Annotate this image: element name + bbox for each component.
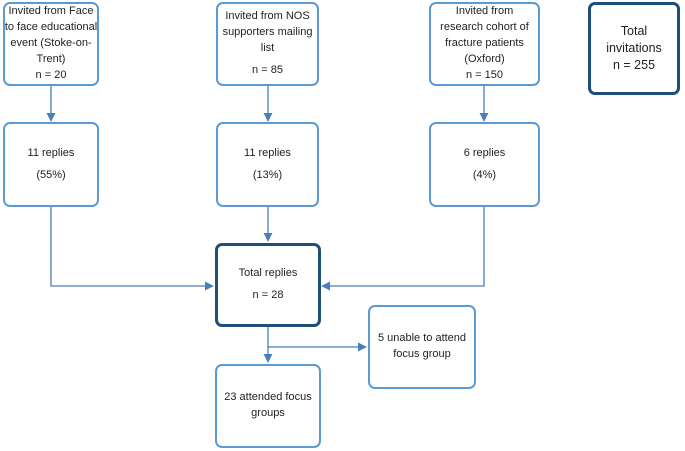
replies-stoke-box: 11 replies (55%) (3, 122, 99, 207)
replies-oxford-box: 6 replies (4%) (429, 122, 540, 207)
source-oxford-n: n = 150 (465, 69, 503, 82)
total-invitations-line-2: invitations (606, 41, 662, 56)
total-invitations-line-1: Total (620, 24, 648, 39)
source-stoke-line-4: Trent) (36, 52, 66, 65)
total-replies-box: Total replies n = 28 (215, 243, 321, 327)
source-nos-n: n = 85 (252, 63, 283, 76)
source-stoke-line-2: to face educational (4, 20, 98, 33)
replies-stoke-pct: (55%) (36, 168, 66, 181)
source-oxford-line-1: Invited from (455, 5, 514, 17)
unable-line-2: focus group (393, 348, 451, 360)
source-oxford-line-3: fracture patients (445, 36, 524, 49)
source-oxford-box: Invited from research cohort of fracture… (429, 2, 540, 86)
arrow-stoke-replies-to-total (50, 207, 214, 291)
attended-line-2: groups (251, 407, 285, 419)
source-oxford-line-2: research cohort of (440, 20, 529, 33)
source-stoke-box: Invited from Face to face educational ev… (3, 2, 99, 86)
source-stoke-n: n = 20 (35, 69, 67, 82)
source-nos-line-1: Invited from NOS (225, 10, 310, 23)
replies-oxford-label: 6 replies (463, 146, 506, 159)
unable-line-1: 5 unable to attend (377, 332, 467, 345)
attended-line-1: 23 attended focus (224, 391, 312, 404)
total-invitations-n: n = 255 (612, 57, 656, 72)
source-stoke-line-1: Invited from Face (8, 5, 94, 17)
total-replies-label: Total replies (238, 267, 298, 280)
total-invitations-box: Total invitations n = 255 (588, 2, 680, 95)
source-oxford-line-4: (Oxford) (464, 52, 505, 65)
total-replies-n: n = 28 (252, 289, 284, 301)
replies-oxford-pct: (4%) (472, 168, 497, 181)
attended-box: 23 attended focus groups (215, 364, 321, 448)
source-nos-line-3: list (260, 42, 275, 54)
source-stoke-line-3: event (Stoke-on- (10, 36, 92, 49)
replies-nos-label: 11 replies (244, 146, 291, 159)
source-nos-line-2: supporters mailing (222, 26, 313, 39)
unable-box: 5 unable to attend focus group (368, 305, 476, 389)
replies-nos-box: 11 replies (13%) (216, 122, 319, 207)
replies-stoke-label: 11 replies (27, 146, 75, 159)
arrow-oxford-replies-to-total (321, 207, 485, 291)
replies-nos-pct: (13%) (252, 168, 283, 181)
source-nos-box: Invited from NOS supporters mailing list… (216, 2, 319, 86)
